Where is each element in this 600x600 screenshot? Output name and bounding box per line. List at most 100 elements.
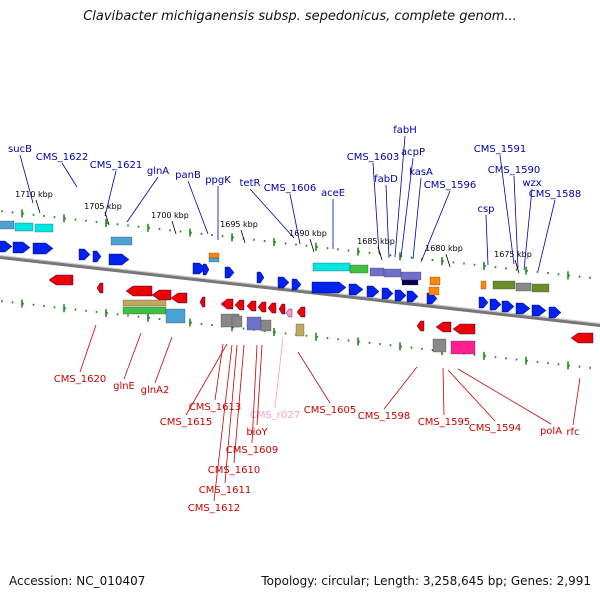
accession-text: Accession: NC_010407 (9, 574, 146, 588)
reverse-label-leader (383, 366, 418, 410)
sequence-backbone-highlight (0, 255, 600, 324)
protein-domain-bar (492, 280, 516, 290)
reverse-gene-label: glnE (113, 381, 135, 392)
forward-gene-label: panB (175, 170, 201, 181)
forward-label-leader (394, 135, 406, 258)
forward-gene-label: wzx (522, 178, 541, 189)
forward-label-leader (499, 154, 515, 265)
reverse-gene-label: CMS_1612 (188, 503, 240, 514)
forward-gene-arrow (12, 241, 31, 254)
reverse-gene-label: CMS_1605 (304, 405, 356, 416)
reverse-gene-arrow (125, 285, 153, 297)
protein-domain-bar (122, 299, 167, 307)
forward-gene-arrow (32, 242, 54, 255)
reverse-gene-label: polA (540, 426, 562, 437)
forward-gene-label: tetR (240, 178, 261, 189)
protein-domain-bar (429, 276, 441, 286)
tick-pointer (309, 238, 315, 253)
reverse-gene-label: CMS_r027 (250, 410, 300, 421)
reverse-label-leader (185, 343, 228, 416)
protein-domain-bar (531, 283, 550, 293)
protein-domain-bar (208, 252, 220, 259)
pseudogene-arrow (285, 308, 293, 318)
tick-label: 1695 kbp (220, 220, 258, 229)
reverse-label-leader (154, 336, 173, 384)
reverse-gene-label: CMS_1615 (160, 417, 212, 428)
protein-domain-bar (295, 323, 305, 337)
reverse-gene-arrow (48, 274, 74, 286)
reverse-gene-arrow (246, 300, 257, 312)
forward-gene-arrow (531, 304, 547, 317)
forward-label-leader (61, 162, 78, 188)
forward-gene-arrow (501, 300, 515, 313)
forward-label-leader (126, 176, 159, 223)
protein-domain-bar (34, 223, 54, 233)
forward-gene-arrow (108, 253, 130, 266)
protein-domain-bar (110, 236, 133, 246)
reverse-label-leader (256, 344, 263, 426)
protein-domain-bar (349, 264, 369, 274)
forward-label-leader (485, 214, 489, 266)
forward-gene-label: CMS_1621 (90, 160, 142, 171)
reverse-label-leader (457, 368, 552, 425)
forward-gene-label: fabH (393, 125, 417, 136)
reverse-label-leader (297, 351, 331, 404)
forward-label-leader (420, 190, 451, 263)
forward-gene-label: glnA (147, 166, 169, 177)
forward-gene-label: CMS_1588 (529, 189, 581, 200)
reverse-gene-arrow (151, 289, 172, 301)
forward-label-leader (523, 188, 533, 271)
protein-domain-bar (428, 286, 440, 296)
map-title: Clavibacter michiganensis subsp. sepedon… (83, 9, 517, 24)
forward-gene-arrow (277, 276, 290, 289)
forward-gene-arrow (381, 287, 394, 300)
forward-label-leader (412, 177, 422, 260)
forward-gene-label: CMS_1622 (36, 152, 88, 163)
forward-label-leader (513, 175, 519, 269)
reverse-label-leader (274, 336, 284, 409)
forward-gene-label: aceE (321, 188, 345, 199)
forward-label-leader (187, 180, 209, 235)
reverse-gene-label: glnA2 (141, 385, 170, 396)
forward-label-leader (372, 162, 380, 254)
protein-domain-bar (401, 279, 419, 286)
reverse-label-leader (224, 344, 238, 484)
protein-domain-bar (260, 319, 272, 332)
forward-gene-arrow (366, 285, 380, 298)
reverse-gene-arrow (452, 323, 476, 335)
reverse-gene-arrow (435, 321, 452, 333)
forward-gene-label: csp (477, 204, 494, 215)
reverse-label-leader (442, 367, 445, 416)
forward-gene-label: fabD (374, 174, 398, 185)
protein-domain-bar (515, 282, 532, 292)
forward-gene-arrow (478, 296, 489, 309)
reverse-gene-label: CMS_1613 (189, 402, 241, 413)
tick-pointer (514, 259, 520, 274)
forward-gene-arrow (256, 271, 265, 284)
forward-label-leader (249, 188, 295, 239)
reverse-label-leader (79, 324, 97, 373)
reverse-gene-label: CMS_1595 (418, 417, 470, 428)
reverse-label-leader (251, 344, 258, 444)
reverse-gene-label: CMS_1594 (469, 423, 521, 434)
forward-gene-arrow (291, 278, 302, 291)
forward-gene-label: CMS_1591 (474, 144, 526, 155)
reverse-gene-arrow (199, 296, 206, 308)
forward-gene-arrow (348, 283, 364, 296)
reverse-gene-arrow (170, 292, 188, 304)
reverse-gene-arrow (267, 302, 277, 314)
protein-domain-bar (383, 268, 402, 278)
reverse-gene-arrow (416, 320, 425, 332)
reverse-label-leader (233, 344, 245, 464)
reverse-gene-arrow (220, 298, 234, 310)
reverse-gene-label: CMS_1610 (208, 465, 260, 476)
forward-label-leader (104, 170, 117, 217)
reverse-gene-label: bioY (246, 427, 268, 438)
forward-gene-arrow (515, 302, 531, 315)
reverse-gene-label: CMS_1609 (226, 445, 278, 456)
forward-gene-label: CMS_1596 (424, 180, 476, 191)
reverse-gene-arrow (257, 301, 267, 313)
reverse-label-leader (447, 369, 496, 422)
reverse-gene-label: CMS_1598 (358, 411, 410, 422)
